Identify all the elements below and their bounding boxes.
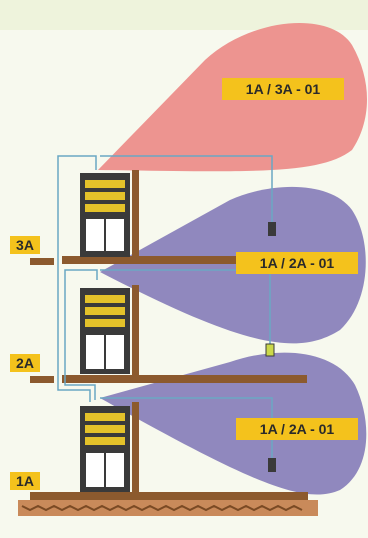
network-outlet-2a bbox=[265, 343, 275, 357]
zone-label-box-3a bbox=[222, 78, 344, 100]
floor-stub-3a bbox=[30, 258, 54, 265]
floor-label-1a: 1A bbox=[16, 473, 34, 489]
floor-slab-3a bbox=[62, 256, 287, 264]
zone-label-2a-upper: 1A / 2A - 01 bbox=[260, 255, 335, 271]
wall-post-2a bbox=[132, 285, 139, 377]
wall-post-3a bbox=[132, 170, 139, 260]
floor-slab-1a bbox=[30, 492, 308, 500]
coverage-zone-2a-upper bbox=[100, 186, 366, 344]
floor-label-box-3a bbox=[10, 236, 40, 254]
floor-label-box-2a bbox=[10, 354, 40, 372]
wall-post-1a bbox=[132, 402, 139, 494]
zone-label-box-2a-upper bbox=[236, 252, 358, 274]
network-outlet-1a bbox=[268, 458, 276, 472]
server-rack-2a bbox=[80, 288, 130, 374]
floor-slab-2a bbox=[62, 375, 307, 383]
server-rack-1a bbox=[80, 406, 130, 492]
zone-label-2a-lower: 1A / 2A - 01 bbox=[260, 421, 335, 437]
network-outlet-3a bbox=[268, 222, 276, 236]
floor-stub-2a bbox=[30, 376, 54, 383]
floor-label-3a: 3A bbox=[16, 237, 34, 253]
zone-label-3a: 1A / 3A - 01 bbox=[246, 81, 321, 97]
floor-label-box-1a bbox=[10, 472, 40, 490]
coverage-zone-2a-lower bbox=[100, 352, 367, 495]
server-rack-3a bbox=[80, 173, 130, 257]
zone-label-box-2a-lower bbox=[236, 418, 358, 440]
ground-texture bbox=[21, 504, 303, 512]
floor-label-2a: 2A bbox=[16, 355, 34, 371]
